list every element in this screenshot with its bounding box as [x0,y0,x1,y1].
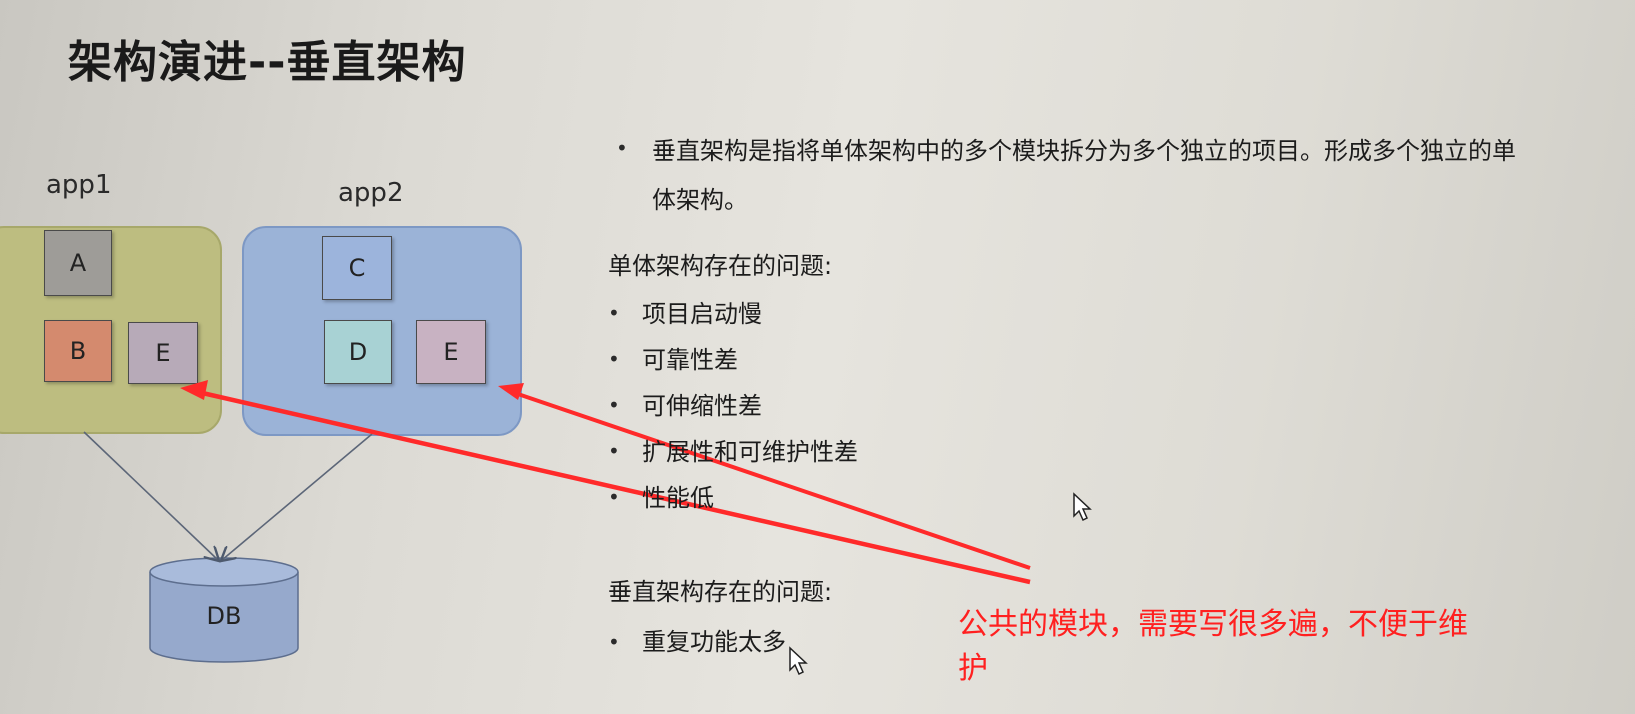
red-arrow-to-app1-e [197,389,1031,585]
module-d: D [324,320,392,384]
monolith-issues-heading: 单体架构存在的问题: [608,252,833,280]
intro-text-line2: 体架构。 [652,186,748,214]
vertical-issues-heading: 垂直架构存在的问题: [608,578,833,606]
issue-item: 可靠性差 [642,346,738,374]
app1-to-db-connector [83,431,218,560]
handwritten-annotation: 公共的模块，需要写很多遍，不便于维 护 [958,603,1528,691]
mouse-pointer-icon [789,646,808,676]
issue-bullet: • [608,630,620,654]
issue-item: 可伸缩性差 [642,392,762,420]
issue-item: 项目启动慢 [642,300,762,328]
database-label: DB [206,602,242,630]
red-arrow-to-app2-e [511,390,1031,570]
issue-item: 性能低 [642,484,714,512]
module-e-app1: E [128,322,198,384]
issue-bullet: • [608,485,620,509]
module-a: A [44,230,112,296]
app2-to-db-connector [222,433,373,560]
issue-bullet: • [608,347,620,371]
mouse-pointer-icon [1073,492,1092,522]
annotation-line1: 公共的模块，需要写很多遍，不便于维 [958,607,1468,642]
issue-item: 扩展性和可维护性差 [642,438,858,466]
database-icon [149,557,299,663]
intro-text-line1: 垂直架构是指将单体架构中的多个模块拆分为多个独立的项目。形成多个独立的单 [652,137,1516,165]
issue-bullet: • [608,393,620,417]
module-b: B [44,320,112,382]
database-cylinder: DB [148,556,300,666]
red-arrowhead-app2 [498,383,524,400]
app2-label: app2 [338,178,404,208]
intro-bullet: • [616,136,628,160]
slide-title: 架构演进--垂直架构 [68,37,467,88]
red-arrowhead-app1 [180,380,208,400]
issue-item: 重复功能太多 [642,628,786,656]
issue-bullet: • [608,301,620,325]
issue-bullet: • [608,439,620,463]
annotation-line2: 护 [958,651,988,686]
module-e-app2: E [416,320,486,384]
app1-label: app1 [46,170,112,200]
module-c: C [322,236,392,300]
